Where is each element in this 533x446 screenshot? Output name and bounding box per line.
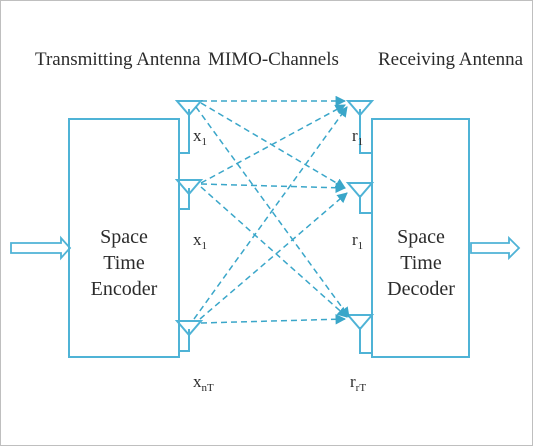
tx-antenna-1	[174, 100, 204, 154]
rx-signal-2: r1	[352, 230, 363, 252]
channel-tx3-rx1	[193, 106, 348, 320]
tx-antenna-3	[174, 320, 204, 352]
encoder-label-line1: Space	[100, 226, 148, 248]
channel-tx3-rx3	[200, 314, 347, 325]
rx-signal-3: rrT	[350, 372, 366, 394]
tx-signal-1: x1	[193, 126, 207, 148]
encoder-block	[68, 118, 180, 358]
channel-tx1-rx3	[195, 106, 350, 318]
output-arrow	[470, 235, 521, 261]
channel-tx3-rx2	[199, 192, 348, 320]
input-arrow	[10, 235, 72, 261]
rx-antenna-1	[345, 100, 375, 154]
decoder-label-line1: Space	[397, 226, 445, 248]
rx-antenna-2	[345, 182, 375, 214]
rx-antenna-3	[345, 314, 375, 354]
decoder-label-line2: Time	[400, 252, 442, 274]
receive-header: Receiving Antenna	[378, 49, 524, 70]
transmit-header: Transmitting Antenna	[35, 49, 201, 70]
rx-signal-1: r1	[352, 126, 363, 148]
channel-tx2-rx2	[200, 182, 347, 193]
channels-header: MIMO-Channels	[208, 49, 339, 70]
tx-antenna-2	[174, 179, 204, 210]
encoder-label-line2: Time	[103, 252, 145, 274]
decoder-label-line3: Decoder	[387, 278, 455, 300]
decoder-block	[371, 118, 470, 358]
channel-tx2-rx3	[200, 186, 348, 318]
tx-signal-3: xnT	[193, 372, 214, 394]
encoder-label-line3: Encoder	[91, 278, 158, 300]
tx-signal-2: x1	[193, 230, 207, 252]
channel-tx2-rx1	[200, 104, 346, 184]
channel-tx1-rx2	[200, 102, 346, 189]
